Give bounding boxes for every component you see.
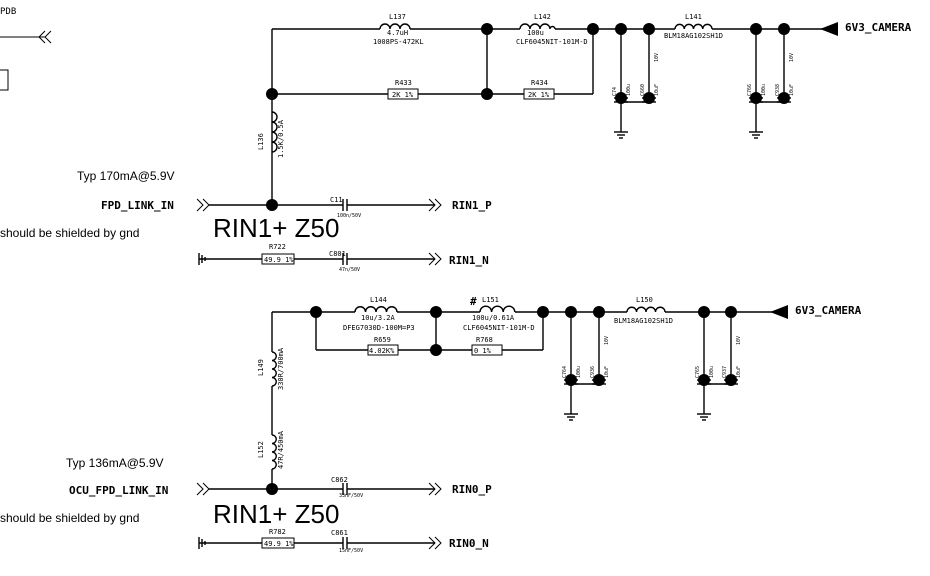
top-power-rail-label: 6V3_CAMERA (845, 21, 912, 34)
bottom-shield-note: should be shielded by gnd (0, 511, 139, 525)
r768-val: 0 1% (474, 347, 492, 355)
top-impedance-note: RIN1+ Z50 (213, 213, 339, 243)
c766-ref: C766 (747, 84, 753, 96)
bottom-out-p-label: RIN0_P (452, 483, 492, 496)
c936-val: 10uF (604, 366, 610, 378)
c766-val: 100u (761, 84, 767, 96)
c660-voltage: 10V (654, 53, 660, 62)
bottom-input-net-label: OCU_FPD_LINK_IN (69, 484, 168, 497)
l137-ref: L137 (389, 13, 406, 21)
l150-val: BLM18AG102SH1D (614, 317, 673, 325)
bottom-current-note: Typ 136mA@5.9V (66, 456, 164, 470)
l142-ref: L142 (534, 13, 551, 21)
bottom-input-chevron-1 (196, 482, 204, 496)
l151-val1: 100u/0.61A (472, 314, 515, 322)
r433-ref: R433 (395, 79, 412, 87)
c936-ref: C936 (590, 366, 596, 378)
r659-ref: R659 (374, 336, 391, 344)
c937-ref: C937 (722, 366, 728, 378)
rin0p-chevron-2 (434, 482, 442, 496)
r659-val: 4.02K% (369, 347, 395, 355)
l142-val2: CLF6045NIT-101M-D (516, 38, 588, 46)
l152-ref: L152 (257, 441, 265, 458)
top-out-p-label: RIN1_P (452, 199, 492, 212)
r782-val: 49.9 1% (264, 540, 294, 548)
l151-mark: # (470, 295, 477, 308)
c765-val: 100u (709, 366, 715, 378)
r433-val: 2K 1% (392, 91, 414, 99)
c74-val: 100u (626, 84, 632, 96)
bottom-n-line (198, 536, 442, 550)
c801-ref: C801 (329, 250, 346, 258)
c938-voltage: 10V (789, 53, 795, 62)
c764-val: 100u (576, 366, 582, 378)
bottom-input-chevron-2 (202, 482, 210, 496)
c936-voltage: 10V (604, 336, 610, 345)
c765-ref: C765 (695, 366, 701, 378)
top-n-line (198, 252, 442, 266)
r434-ref: R434 (531, 79, 548, 87)
c862-ref: C862 (331, 476, 348, 484)
c11-val: 100n/50V (337, 213, 361, 219)
l151-ref: L151 (482, 296, 499, 304)
l150-ref: L150 (636, 296, 653, 304)
rin1p-chevron-2 (434, 198, 442, 212)
top-input-chevron-1 (196, 198, 204, 212)
pdb-port-chevron-1 (38, 30, 46, 44)
bottom-power-rail-label: 6V3_CAMERA (795, 304, 862, 317)
r722-ref: R722 (269, 243, 286, 251)
l152-val: 47R/450mA (277, 430, 285, 469)
bottom-impedance-note: RIN1+ Z50 (213, 499, 339, 529)
c660-ref: C660 (640, 84, 646, 96)
c937-val: 10uF (736, 366, 742, 378)
c861-val: 15nF/50V (339, 548, 363, 554)
l149-val: 330R/700mA (277, 347, 285, 390)
top-out-n-label: RIN1_N (449, 254, 489, 267)
top-filter-circuit (266, 22, 838, 211)
top-shield-note: should be shielded by gnd (0, 226, 139, 240)
c861-ref: C861 (331, 529, 348, 537)
r722-val: 49.9 1% (264, 256, 294, 264)
c938-ref: C938 (775, 84, 781, 96)
r782-ref: R782 (269, 528, 286, 536)
c764-ref: C764 (562, 366, 568, 378)
l136-ref: L136 (257, 133, 265, 150)
top-current-note: Typ 170mA@5.9V (77, 169, 175, 183)
bottom-out-n-label: RIN0_N (449, 537, 489, 550)
top-input-net-label: FPD_LINK_IN (101, 199, 174, 212)
l137-val1: 4.7uH (387, 29, 408, 37)
l142-val1: 100u (527, 29, 544, 37)
c801-val: 47n/50V (339, 267, 360, 273)
rin1p-chevron-1 (428, 198, 436, 212)
r768-ref: R768 (476, 336, 493, 344)
l151-val2: CLF6045NIT-101M-D (463, 324, 535, 332)
pdb-box-fragment (0, 69, 9, 91)
c11-ref: C11 (330, 196, 343, 204)
r434-val: 2K 1% (528, 91, 550, 99)
l137-val2: 1008PS-472KL (373, 38, 424, 46)
top-input-chevron-2 (202, 198, 210, 212)
bottom-filter-circuit (266, 305, 788, 495)
pdb-label: PDB (0, 7, 16, 17)
l149-ref: L149 (257, 359, 265, 376)
c74-ref: C74 (612, 87, 618, 96)
c660-val: 10uF (654, 84, 660, 96)
pdb-port-chevron-2 (44, 30, 52, 44)
l144-val1: 10u/3.2A (361, 314, 396, 322)
c938-val: 10uF (789, 84, 795, 96)
l141-val: BLM18AG102SH1D (664, 32, 723, 40)
l144-val2: DFEG7030D-100M=P3 (343, 324, 415, 332)
c862-val: 33nF/50V (339, 493, 363, 499)
l144-ref: L144 (370, 296, 387, 304)
l136-val: 1.5K/0.5A (277, 119, 285, 158)
rin0p-chevron-1 (428, 482, 436, 496)
l141-ref: L141 (685, 13, 702, 21)
c937-voltage: 10V (736, 336, 742, 345)
